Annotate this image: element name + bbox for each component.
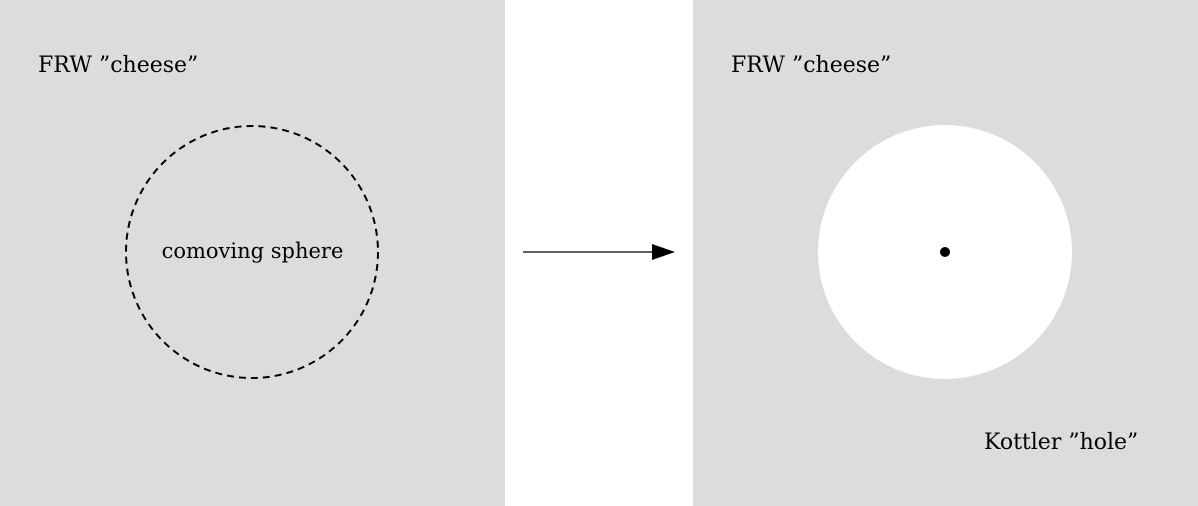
kottler-hole-label: Kottler ”hole” [984,430,1139,455]
left-panel-frw-cheese: FRW ”cheese” comoving sphere [0,0,505,506]
comoving-sphere-dashed-circle [125,125,379,379]
comoving-sphere-svg [125,125,379,379]
left-panel-title: FRW ”cheese” [38,53,199,78]
transformation-arrow [523,244,675,260]
comoving-sphere-label: comoving sphere [161,239,344,263]
right-panel-title: FRW ”cheese” [731,53,892,78]
arrow-head [652,244,675,260]
central-mass-dot [940,247,950,257]
right-panel-frw-cheese: FRW ”cheese” Kottler ”hole” [693,0,1198,506]
kottler-hole-svg [818,125,1072,379]
